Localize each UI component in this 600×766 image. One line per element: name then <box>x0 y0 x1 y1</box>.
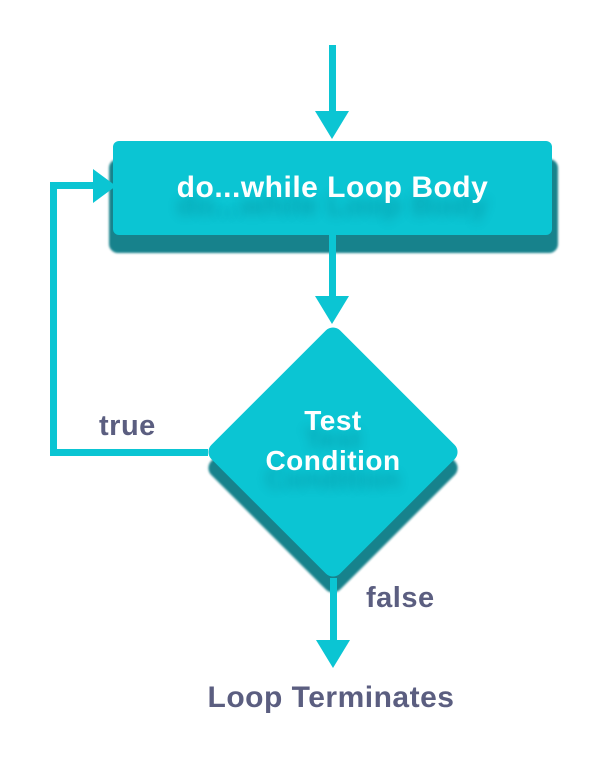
test-condition-label-line1: Test <box>304 405 362 436</box>
false-branch-label: false <box>366 582 435 614</box>
loop-body-label: do...while Loop Body <box>176 171 489 204</box>
body-to-condition-arrowhead-icon <box>315 296 349 324</box>
true-loop-line-left <box>50 182 57 456</box>
entry-arrowhead-icon <box>315 111 349 139</box>
test-condition-label: Test Condition <box>192 350 474 532</box>
body-to-condition-arrow-line <box>329 235 336 298</box>
true-loop-arrowhead-icon <box>93 169 116 203</box>
false-arrow-line <box>330 578 337 642</box>
loop-terminates-label: Loop Terminates <box>207 681 455 714</box>
false-arrowhead-icon <box>316 640 350 668</box>
true-branch-label: true <box>99 410 156 442</box>
entry-arrow-line <box>329 45 336 113</box>
test-condition-label-line2: Condition <box>265 445 401 476</box>
true-loop-line-top <box>50 182 95 189</box>
node-loop-body: do...while Loop Body <box>113 141 552 235</box>
true-loop-line-bottom <box>50 449 208 456</box>
